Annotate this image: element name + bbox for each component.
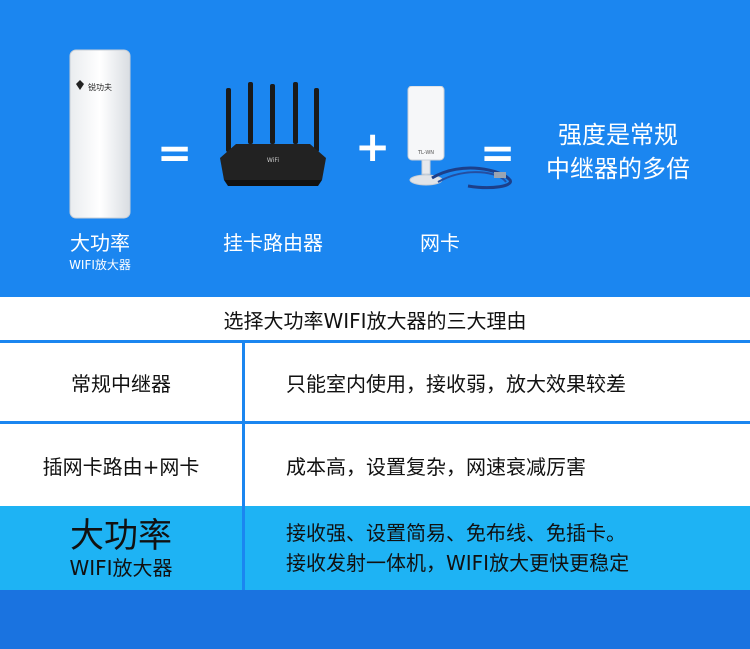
hero-banner: 锐功夫 大功率 WIFI放大器 = WiFi 挂卡路由器 + TL-WN [0,0,750,297]
section-title: 选择大功率WIFI放大器的三大理由 [223,309,527,333]
table-column-divider [242,340,245,590]
table-row: 插网卡路由+网卡 成本高，设置复杂，网速衰减厉害 [0,424,750,506]
row-desc: 成本高，设置复杂，网速衰减厉害 [286,454,586,479]
router-image: WiFi [218,82,328,188]
router-brand: WiFi [267,157,279,164]
section-title-bar: 选择大功率WIFI放大器的三大理由 [0,297,750,340]
amplifier-logo: 锐功夫 [88,82,112,92]
plus-sign: + [355,122,391,171]
wifi-amplifier-image: 锐功夫 [68,48,132,220]
row-desc-line-2: 接收发射一体机，WIFI放大更快更稳定 [286,551,630,575]
result-line-2: 中继器的多倍 [546,155,690,183]
equals-sign-2: = [480,128,516,177]
result-line-1: 强度是常规 [558,121,678,149]
row-name: 常规中继器 [71,371,171,396]
row-desc-line-1: 接收强、设置简易、免布线、免插卡。 [286,521,626,545]
table-row-highlight: 大功率 WIFI放大器 接收强、设置简易、免布线、免插卡。 接收发射一体机，WI… [0,506,750,590]
equals-sign-1: = [157,128,193,177]
card-brand: TL-WN [417,150,434,156]
table-divider [0,421,750,424]
card-label: 网卡 [420,231,460,255]
result-text: 强度是常规 中继器的多倍 [528,118,708,186]
wifi-card-image: TL-WN [402,85,524,196]
table-row: 常规中继器 只能室内使用，接收弱，放大效果较差 [0,343,750,421]
row-desc: 只能室内使用，接收弱，放大效果较差 [286,371,626,396]
row-name: 插网卡路由+网卡 [42,454,200,479]
router-label: 挂卡路由器 [223,231,323,255]
row-name-main: 大功率 [70,516,172,556]
row-name-sub: WIFI放大器 [69,556,173,580]
amplifier-sublabel: WIFI放大器 [69,258,131,272]
table-divider [0,340,750,343]
amplifier-label: 大功率 WIFI放大器 [50,227,150,273]
